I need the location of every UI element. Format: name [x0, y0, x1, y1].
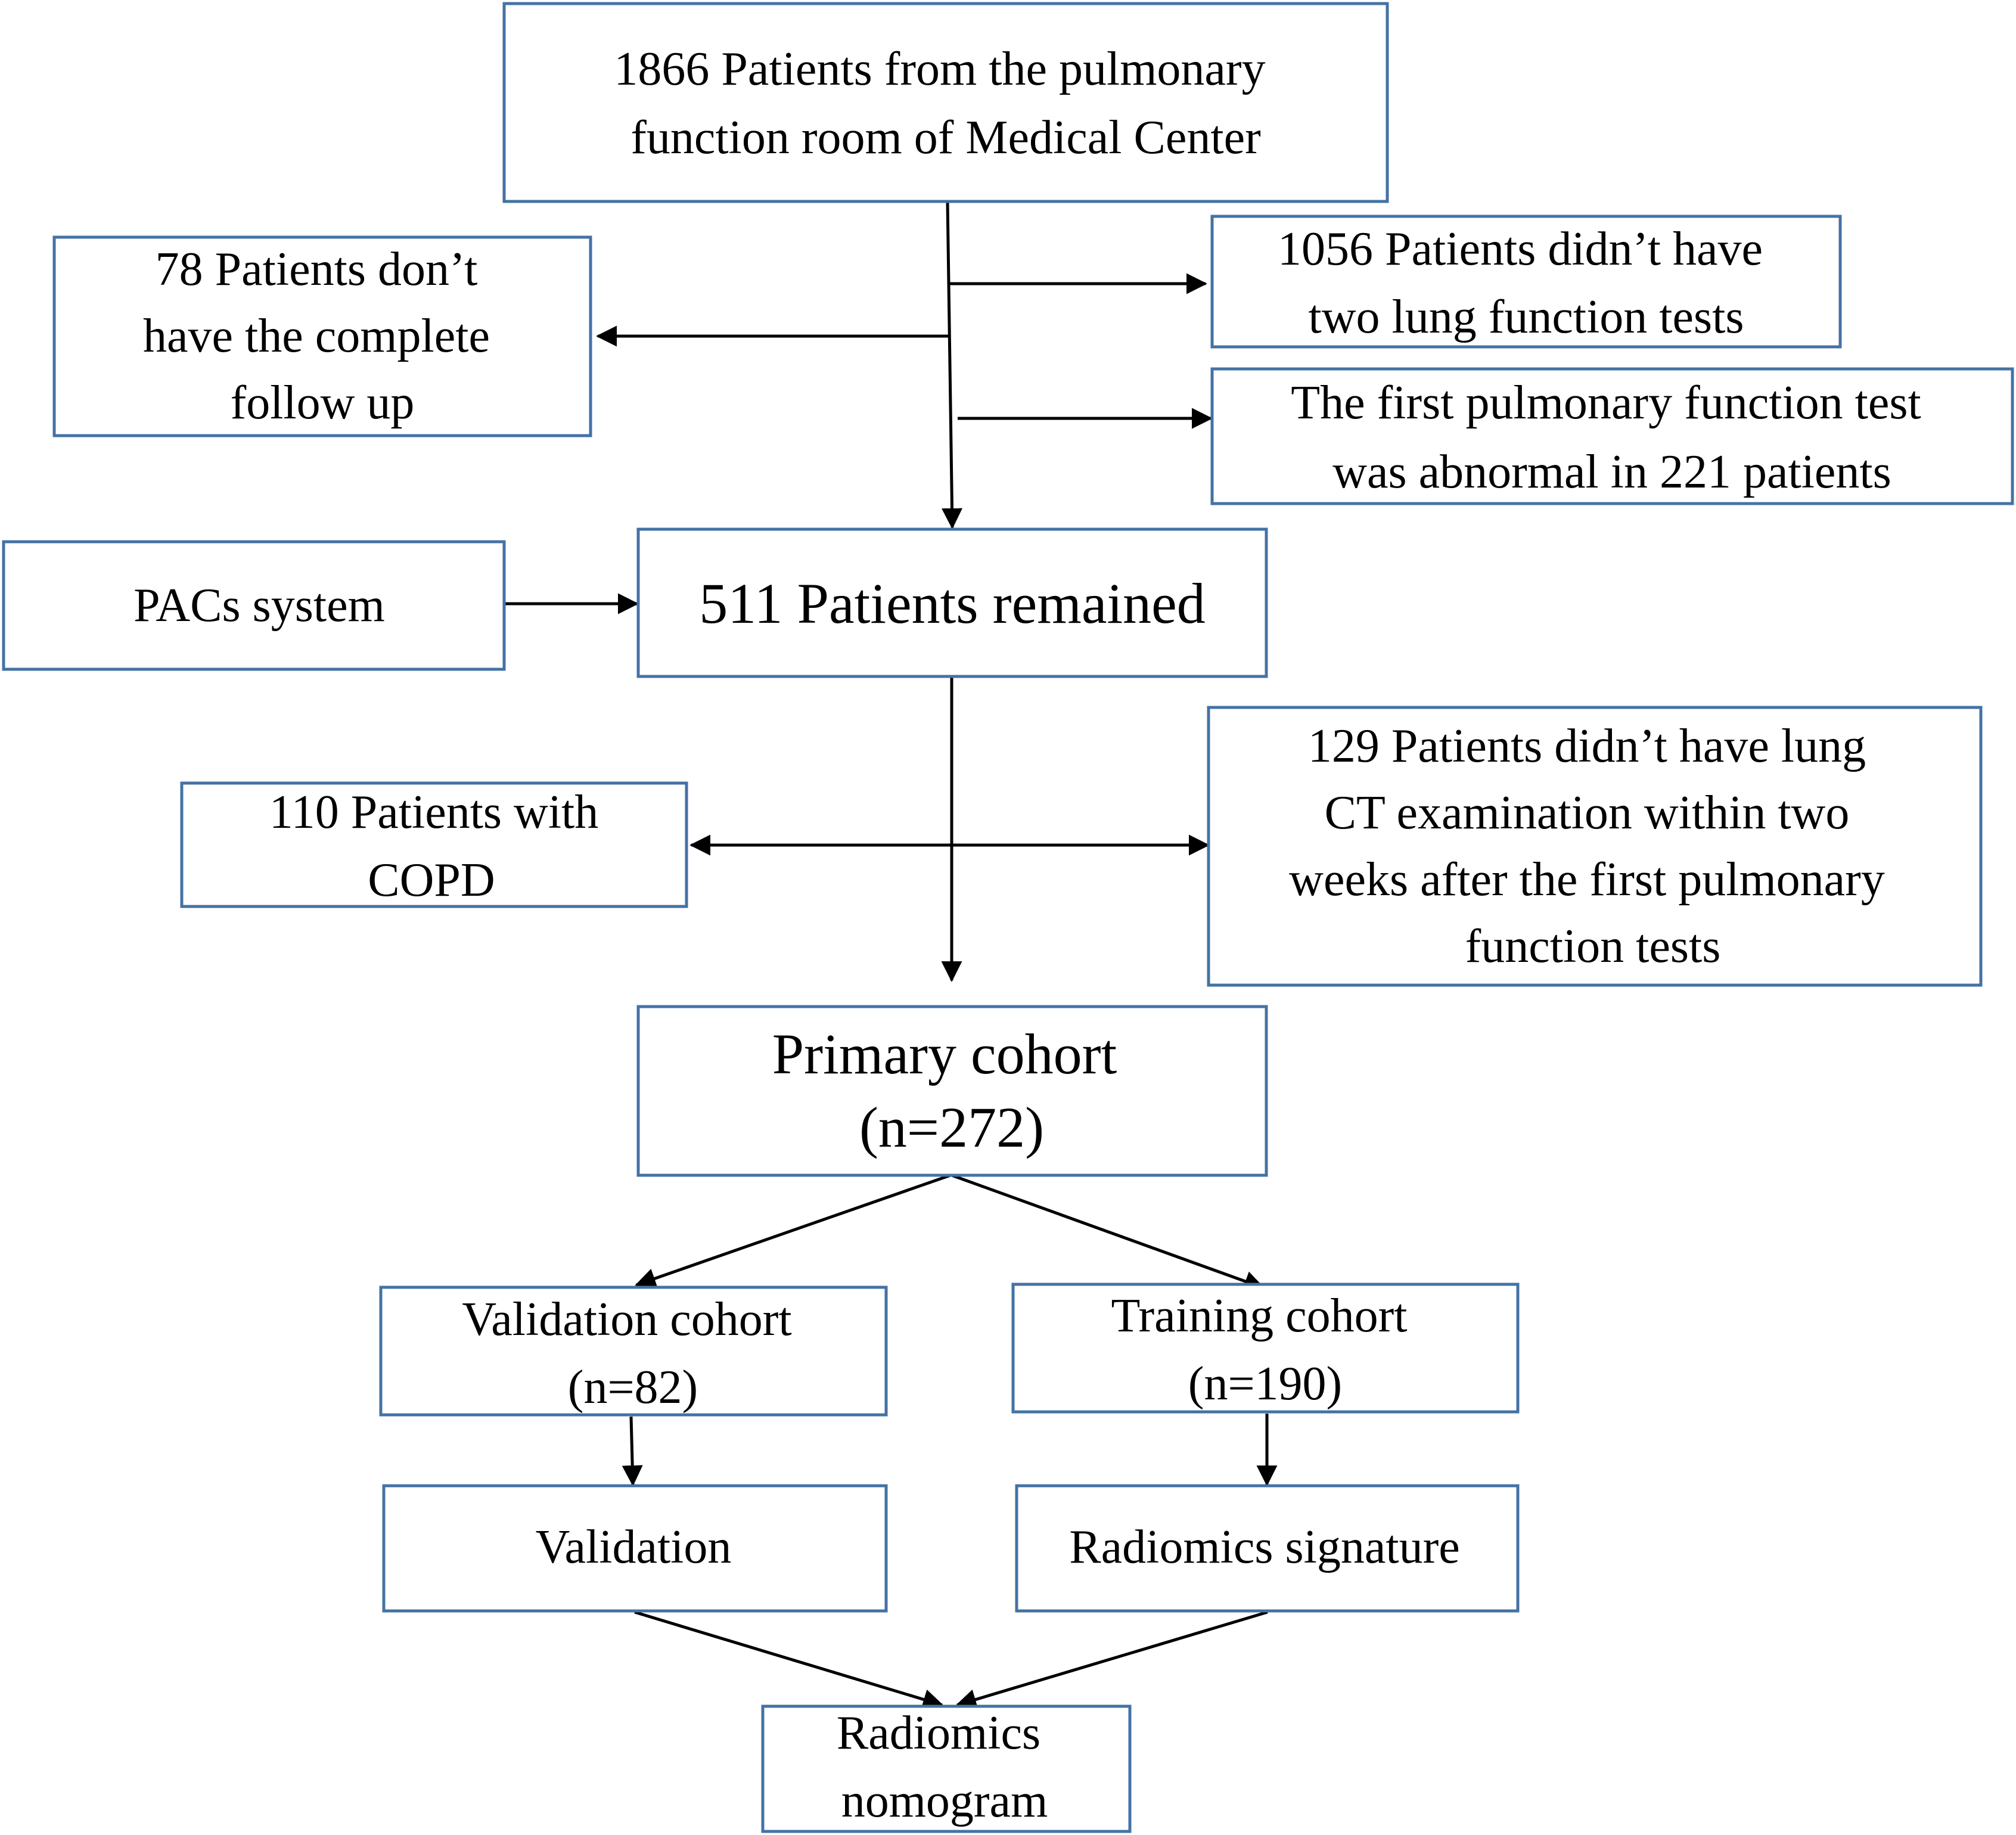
label-validation-line-1: Validation — [536, 1521, 732, 1573]
label-no-ct-line-3: weeks after the first pulmonary — [1289, 853, 1885, 906]
label-no-followup: 78 Patients don’t have the complete foll… — [143, 243, 502, 429]
box-validation — [382, 1484, 888, 1613]
arrow-validation-cohort-to-validation — [622, 1416, 643, 1486]
label-remained-line-1: 511 Patients remained — [699, 572, 1206, 635]
box-first-abnormal — [1210, 367, 2014, 505]
box-training-cohort — [1011, 1283, 1520, 1414]
label-total-line-2: function room of Medical Center — [630, 111, 1260, 164]
label-no-two-tests: 1056 Patients didn’t have two lung funct… — [1278, 223, 1775, 343]
label-no-ct: 129 Patients didn’t have lung CT examina… — [1289, 720, 1897, 973]
label-copd-line-2: COPD — [368, 854, 495, 906]
label-training-cohort-line-1: Training cohort — [1111, 1290, 1407, 1342]
label-no-ct-line-2: CT examination within two — [1325, 787, 1850, 839]
label-no-two-tests-line-2: two lung function tests — [1308, 291, 1744, 343]
box-copd — [180, 781, 688, 908]
box-validation-cohort — [379, 1286, 888, 1417]
box-radiomics-signature — [1015, 1484, 1520, 1613]
label-nomogram-line-2: nomogram — [841, 1775, 1048, 1827]
label-no-ct-line-1: 129 Patients didn’t have lung — [1308, 720, 1866, 772]
box-no-followup — [52, 235, 592, 437]
label-pacs-system: PACs system — [133, 579, 385, 632]
box-total-patients — [502, 2, 1389, 203]
label-training-cohort: Training cohort (n=190) — [1111, 1290, 1419, 1410]
label-validation-cohort-line-1: Validation cohort — [462, 1293, 791, 1346]
label-total-patients: 1866 Patients from the pulmonary functio… — [614, 43, 1277, 164]
label-nomogram-line-1: Radiomics — [837, 1707, 1040, 1759]
arrow-validation-to-nomogram — [634, 1610, 944, 1710]
label-validation-cohort: Validation cohort (n=82) — [462, 1293, 803, 1414]
box-pacs-system — [2, 540, 506, 671]
flow-arrows — [505, 201, 1278, 1710]
label-remained: 511 Patients remained — [699, 572, 1206, 635]
label-total-line-1: 1866 Patients from the pulmonary — [614, 43, 1265, 95]
box-no-two-tests — [1210, 215, 1842, 349]
label-radiomics-signature: Radiomics signature — [1069, 1521, 1459, 1573]
label-no-followup-line-2: have the complete — [143, 310, 490, 362]
label-radiomics-nomogram: Radiomics nomogram — [837, 1707, 1052, 1827]
arrow-total-to-remained — [942, 201, 963, 529]
label-pacs-line-1: PACs system — [133, 579, 385, 632]
label-no-ct-line-4: function tests — [1465, 920, 1721, 973]
box-remained — [636, 527, 1268, 678]
label-primary-line-2: (n=272) — [859, 1095, 1044, 1159]
label-signature-line-1: Radiomics signature — [1069, 1521, 1459, 1573]
label-no-followup-line-1: 78 Patients don’t — [156, 243, 478, 296]
box-radiomics-nomogram — [761, 1704, 1132, 1833]
label-primary-cohort: Primary cohort (n=272) — [772, 1022, 1132, 1159]
box-no-ct — [1207, 706, 1983, 987]
arrow-primary-to-validation-cohort — [635, 1173, 951, 1288]
flow-labels: 1866 Patients from the pulmonary functio… — [133, 43, 1933, 1827]
label-no-followup-line-3: follow up — [231, 377, 415, 429]
arrow-primary-to-training-cohort — [951, 1173, 1265, 1291]
label-no-two-tests-line-1: 1056 Patients didn’t have — [1278, 223, 1763, 275]
box-primary-cohort — [636, 1005, 1268, 1177]
label-first-abnormal: The first pulmonary function test was ab… — [1291, 377, 1933, 498]
arrow-signature-to-nomogram — [955, 1610, 1268, 1710]
label-copd: 110 Patients with COPD — [269, 786, 611, 906]
label-training-cohort-line-2: (n=190) — [1188, 1358, 1342, 1410]
label-first-abnormal-line-1: The first pulmonary function test — [1291, 377, 1921, 429]
label-validation-cohort-line-2: (n=82) — [568, 1361, 698, 1414]
label-copd-line-1: 110 Patients with — [269, 786, 599, 839]
label-validation: Validation — [536, 1521, 732, 1573]
label-first-abnormal-line-2: was abnormal in 221 patients — [1332, 446, 1891, 498]
label-primary-line-1: Primary cohort — [772, 1022, 1117, 1086]
